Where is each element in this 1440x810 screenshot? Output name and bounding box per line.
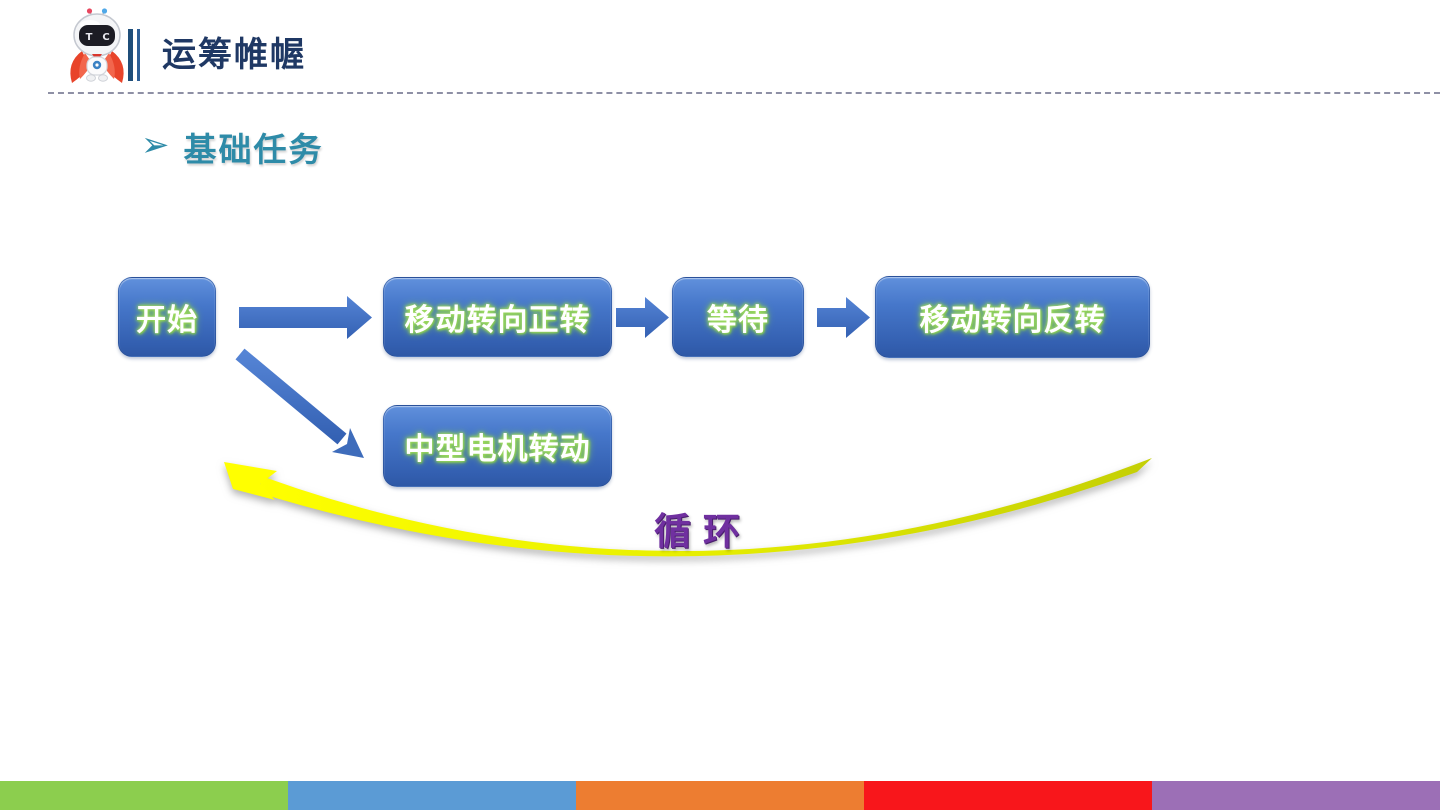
header-dashed-divider [48,92,1440,94]
arrow-start-to-motor-shaft [235,348,347,445]
footer-color-bar [0,781,1440,810]
bullet-arrow-icon: ➢ [141,125,170,165]
flow-node-start[interactable]: 开始 [118,277,216,357]
footer-segment-purple [1152,781,1440,810]
mascot-face-letter-c: C [102,32,109,43]
loop-label: 循环 [654,510,752,553]
page-title: 运筹帷幄 [162,35,306,75]
flow-node-motor-rotate[interactable]: 中型电机转动 [383,405,612,487]
arrow-start-to-motor-head [332,428,364,458]
flow-node-move-forward[interactable]: 移动转向正转 [383,277,612,357]
robot-mascot-icon: T C [52,5,142,93]
flow-node-wait[interactable]: 等待 [672,277,804,357]
footer-segment-red [864,781,1152,810]
footer-segment-orange [576,781,864,810]
arrow-start-to-forward [239,296,372,339]
footer-segment-blue [288,781,576,810]
arrow-wait-to-reverse [817,297,870,338]
mascot-face-letter-t: T [86,32,93,43]
section-heading: 基础任务 [183,130,324,169]
title-divider-bars [128,29,142,81]
footer-segment-green [0,781,288,810]
arrow-forward-to-wait [616,297,669,338]
flow-node-move-reverse[interactable]: 移动转向反转 [875,276,1150,358]
section-heading-row: ➢ 基础任务 [141,123,324,171]
